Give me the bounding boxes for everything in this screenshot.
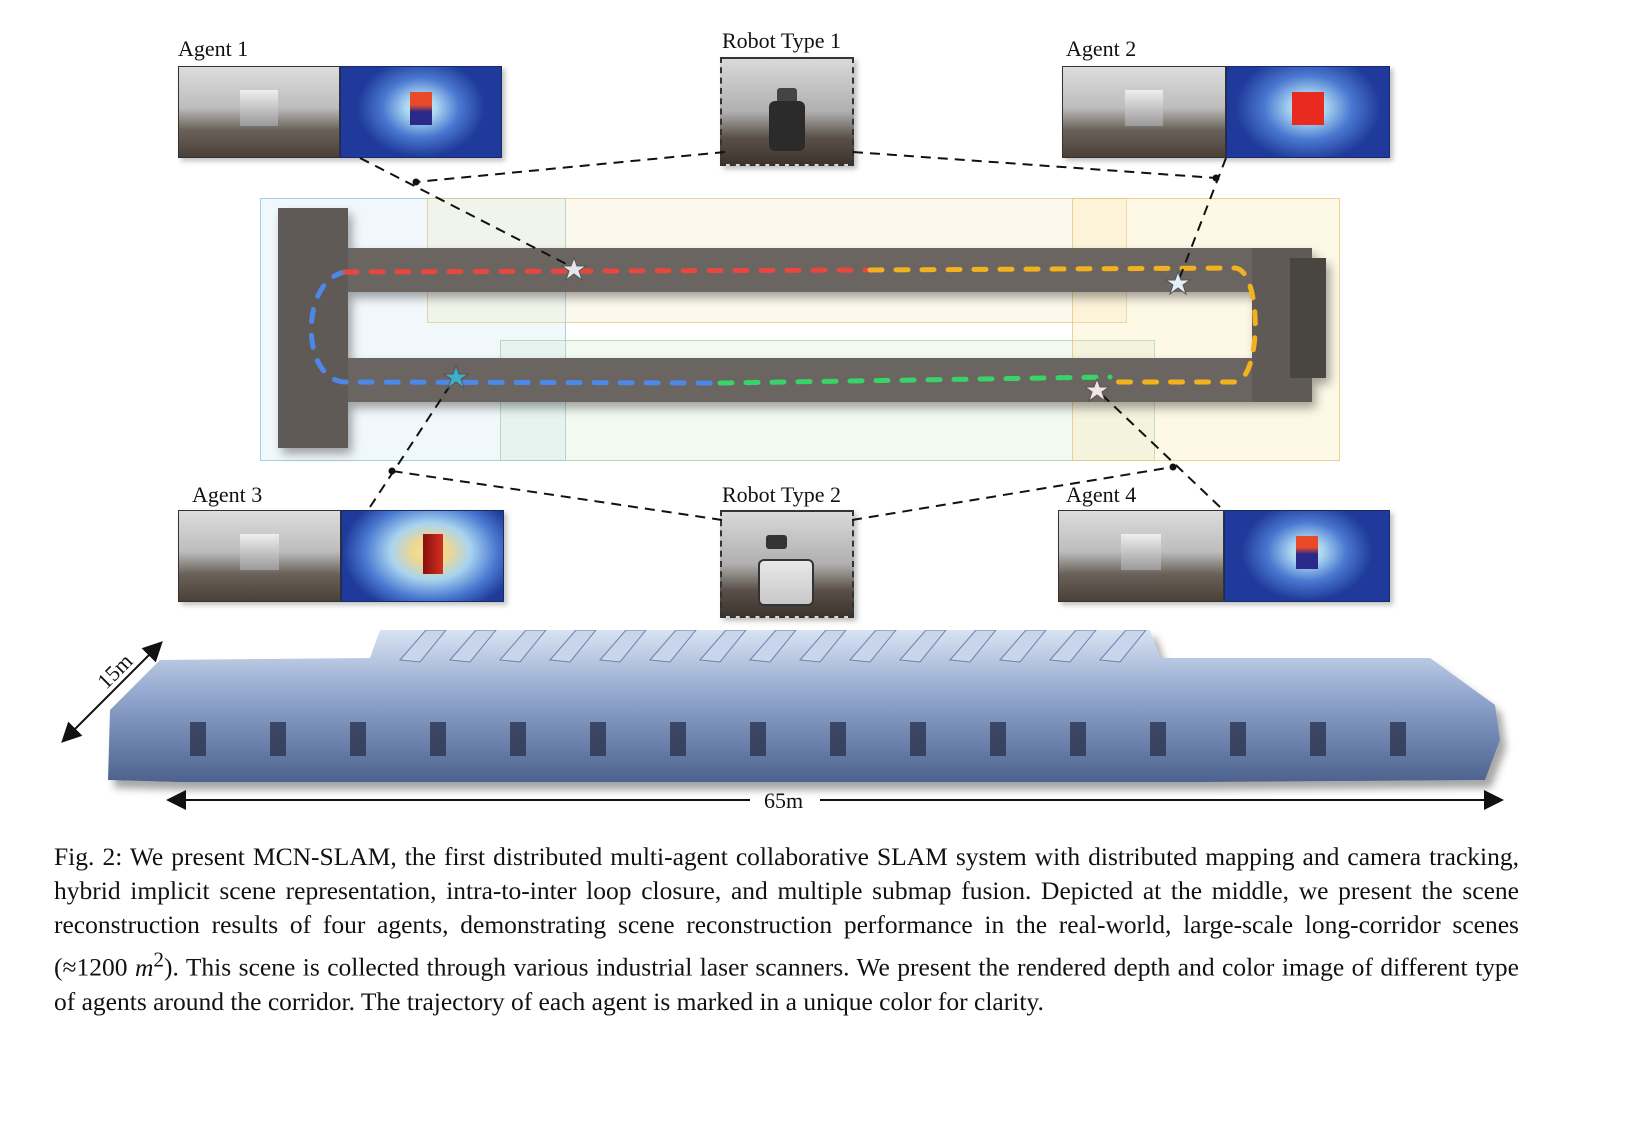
agent-4-trajectory bbox=[717, 374, 1113, 386]
scan-doorway bbox=[1150, 722, 1166, 756]
scan-doorway bbox=[910, 722, 926, 756]
scan-doorway bbox=[990, 722, 1006, 756]
scan-doorway bbox=[430, 722, 446, 756]
agent-2-color-image bbox=[1062, 66, 1226, 158]
callout-dot bbox=[1212, 174, 1220, 182]
scan-wall-fin bbox=[398, 630, 447, 663]
agent-3-label: Agent 3 bbox=[192, 482, 263, 507]
caption-text-start: Fig. 2: We present MCN-SLAM, the first d… bbox=[54, 842, 1519, 982]
agent-4-star-icon bbox=[1083, 377, 1111, 403]
scan-doorway bbox=[670, 722, 686, 756]
callout-dots bbox=[388, 174, 1220, 475]
scan-wall-fin bbox=[948, 630, 997, 663]
caption-math-base: m bbox=[134, 952, 154, 982]
robot-type-2-sensor bbox=[766, 534, 787, 550]
scan-doorway bbox=[1230, 722, 1246, 756]
robot-type-1-label: Robot Type 1 bbox=[722, 28, 842, 53]
robot-type-1-photo bbox=[720, 57, 854, 166]
callout-dot bbox=[1169, 463, 1177, 471]
trajectories bbox=[308, 265, 1258, 386]
scan-doorway bbox=[750, 722, 766, 756]
callout-line-robot-1-left bbox=[415, 151, 726, 183]
scan-wall-fin bbox=[448, 630, 497, 663]
agent-1-star-icon bbox=[560, 256, 588, 282]
scan-wall-fin bbox=[598, 630, 647, 663]
callout-line-agent-4 bbox=[1096, 389, 1221, 508]
corridor-map bbox=[278, 151, 1326, 521]
agent-3-star-icon bbox=[442, 364, 470, 390]
scan-wall-fin bbox=[498, 630, 547, 663]
robot-type-2-photo bbox=[720, 510, 854, 618]
agent-4-label: Agent 4 bbox=[1066, 482, 1137, 507]
scan-doorway bbox=[590, 722, 606, 756]
robot-type-1-body bbox=[768, 101, 806, 152]
agent-2-label: Agent 2 bbox=[1066, 36, 1137, 61]
agent-3-depth-core bbox=[422, 533, 444, 574]
scan-wall-fin bbox=[898, 630, 947, 663]
scan-doorway bbox=[1310, 722, 1326, 756]
agent-3-depth-image bbox=[341, 510, 504, 602]
agent-2-star-icon bbox=[1164, 270, 1192, 296]
callout-lines bbox=[359, 151, 1227, 521]
scan-doorway bbox=[830, 722, 846, 756]
agent-1-label: Agent 1 bbox=[178, 36, 249, 61]
scan-doorways bbox=[190, 722, 1406, 756]
callout-line-agent-3 bbox=[369, 377, 456, 508]
scan-wall-fin bbox=[798, 630, 847, 663]
point-cloud-reconstruction bbox=[108, 630, 1500, 782]
scan-wall-fin bbox=[548, 630, 597, 663]
scan-wall-fin bbox=[648, 630, 697, 663]
scan-doorway bbox=[350, 722, 366, 756]
scan-wall-fin bbox=[748, 630, 797, 663]
scan-wall-fin bbox=[1098, 630, 1147, 663]
agent-2-depth-core bbox=[1291, 92, 1325, 125]
agent-4-color-image bbox=[1058, 510, 1224, 602]
scan-walls bbox=[398, 630, 1147, 663]
callout-line-robot-2-right bbox=[851, 466, 1174, 521]
agent-4-depth-image bbox=[1224, 510, 1390, 602]
agent-1-depth-core bbox=[409, 92, 433, 125]
robot-type-1-sensor bbox=[776, 88, 798, 104]
callout-dot bbox=[388, 467, 396, 475]
callout-line-robot-1-right bbox=[852, 151, 1217, 179]
agent-1-color-image bbox=[178, 66, 340, 158]
agent-1-trajectory bbox=[342, 267, 873, 275]
agent-2-depth-image bbox=[1226, 66, 1390, 158]
caption-text-end: ). This scene is collected through vario… bbox=[54, 952, 1519, 1016]
scan-wall-fin bbox=[1048, 630, 1097, 663]
figure-caption: Fig. 2: We present MCN-SLAM, the first d… bbox=[54, 840, 1519, 1019]
agent-3-panel bbox=[178, 510, 504, 602]
scan-doorway bbox=[1390, 722, 1406, 756]
scan-doorway bbox=[1070, 722, 1086, 756]
scan-doorway bbox=[510, 722, 526, 756]
robot-type-2-label: Robot Type 2 bbox=[722, 482, 842, 507]
caption-math-area: m2 bbox=[134, 947, 164, 982]
agent-2-panel bbox=[1062, 66, 1390, 158]
scan-doorway bbox=[270, 722, 286, 756]
scan-body bbox=[108, 630, 1500, 782]
callout-line-agent-1 bbox=[359, 157, 575, 269]
caption-math-exponent: 2 bbox=[153, 947, 164, 971]
agent-markers bbox=[442, 256, 1192, 403]
agent-3-color-image bbox=[178, 510, 341, 602]
robot-type-2-body bbox=[758, 558, 815, 607]
corridor-floor bbox=[278, 208, 1326, 448]
agent-1-panel bbox=[178, 66, 502, 158]
agent-2-trajectory bbox=[867, 265, 1258, 385]
scan-wall-fin bbox=[848, 630, 897, 663]
scan-wall-fin bbox=[998, 630, 1047, 663]
scan-doorway bbox=[190, 722, 206, 756]
agent-3-trajectory bbox=[308, 269, 723, 386]
agent-1-depth-image bbox=[340, 66, 502, 158]
scan-wall-fin bbox=[698, 630, 747, 663]
callout-line-robot-2-left bbox=[391, 470, 723, 521]
callout-dot bbox=[412, 178, 420, 186]
width-dimension-label: 65m bbox=[764, 788, 804, 813]
agent-4-depth-core bbox=[1295, 536, 1319, 569]
agent-4-panel bbox=[1058, 510, 1390, 602]
